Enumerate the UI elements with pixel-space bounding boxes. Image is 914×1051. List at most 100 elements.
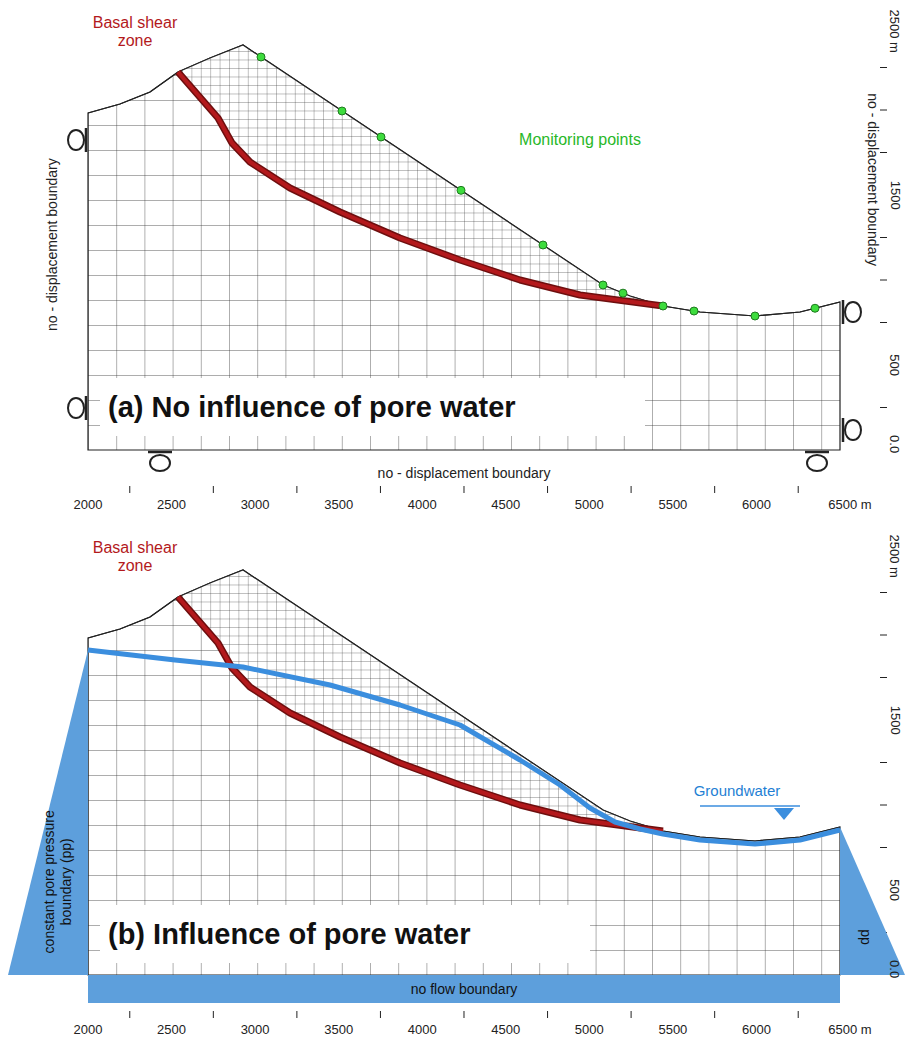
x-tick	[714, 1011, 715, 1018]
model-a	[68, 45, 887, 493]
axis-label: 3000	[241, 1023, 270, 1037]
x-tick	[463, 486, 464, 493]
slide-mesh	[178, 570, 663, 831]
terrain-surface	[88, 45, 840, 316]
water-symbol-line	[700, 805, 800, 807]
axis-label: 2500 m	[887, 9, 901, 52]
node-text: no flow boundary	[411, 981, 518, 997]
axis-label: 500	[887, 354, 901, 376]
domain	[88, 570, 840, 975]
x-tick	[296, 1011, 297, 1018]
domain	[88, 45, 840, 450]
shear-zone-label: Basal shear zone	[88, 539, 183, 574]
shear-zone-label: Basal shear zone	[88, 14, 183, 49]
boundary-label: no - displacement boundary	[378, 466, 551, 481]
axis-label: 0.0	[887, 960, 901, 978]
x-tick	[296, 486, 297, 493]
axis-label: 2000	[74, 1023, 103, 1037]
water-symbol	[774, 808, 794, 820]
axis-label: 5000	[575, 1023, 604, 1037]
axis-label: 1500	[887, 181, 901, 210]
monitoring-point	[751, 312, 759, 320]
monitoring-point	[659, 302, 667, 310]
boundary-label: no - displacement boundary	[44, 159, 59, 332]
axis-label: 4500	[491, 1023, 520, 1037]
axis-label: 5500	[658, 498, 687, 512]
x-tick	[463, 1011, 464, 1018]
x-tick	[547, 1011, 548, 1018]
roller-bar	[842, 300, 845, 324]
terrain-surface	[88, 570, 840, 841]
y-tick	[880, 592, 887, 593]
axis-label: 2500	[157, 498, 186, 512]
y-tick	[880, 152, 887, 153]
y-tick	[880, 847, 887, 848]
roller-bar	[85, 396, 88, 420]
slide-mass	[178, 570, 663, 831]
axis-label: 3500	[324, 1023, 353, 1037]
roller-support	[68, 130, 84, 150]
axis-label: 4500	[491, 498, 520, 512]
slide-mesh	[178, 45, 663, 306]
slide-mass	[178, 45, 663, 306]
x-tick	[547, 486, 548, 493]
x-tick	[129, 1011, 130, 1018]
monitoring-point	[338, 107, 346, 115]
axis-label: 6500 m	[828, 498, 871, 512]
axis-label: 3000	[241, 498, 270, 512]
panel-title-box: (a) No influence of pore water	[100, 378, 645, 436]
axis-label: 2500 m	[887, 534, 901, 577]
pressure-boundary-triangle: pp	[840, 827, 906, 975]
axis-label: 4000	[408, 498, 437, 512]
y-tick	[880, 237, 887, 238]
y-tick	[880, 67, 887, 68]
axis-label: 1500	[887, 706, 901, 735]
legend-note: Monitoring points	[519, 131, 641, 149]
roller-support	[68, 398, 84, 418]
bedrock-mesh	[88, 570, 840, 975]
y-tick	[880, 280, 887, 281]
x-tick	[380, 486, 381, 493]
roller-support	[150, 455, 170, 471]
roller-bar	[842, 418, 845, 442]
pressure-boundary-triangle: constant pore pressure boundary (pp)	[8, 650, 90, 975]
monitoring-point	[811, 304, 819, 312]
axis-label: 5000	[575, 498, 604, 512]
y-tick	[880, 322, 887, 323]
y-tick	[880, 110, 887, 111]
axis-label: 4000	[408, 1023, 437, 1037]
y-tick	[880, 762, 887, 763]
model-b	[88, 570, 887, 1018]
axis-label: 3500	[324, 498, 353, 512]
boundary-label: no - displacement boundary	[864, 94, 879, 267]
roller-support	[845, 302, 861, 322]
node-text: pp	[858, 929, 874, 945]
triangle-outline	[840, 827, 906, 975]
basal-shear-zone	[178, 72, 663, 306]
monitoring-point	[457, 186, 465, 194]
groundwater-label: Groundwater	[694, 783, 781, 800]
x-tick	[714, 486, 715, 493]
roller-bar	[85, 128, 88, 152]
y-tick	[880, 407, 887, 408]
y-tick	[880, 677, 887, 678]
y-tick	[880, 635, 887, 636]
x-tick	[631, 486, 632, 493]
axis-label: 500	[887, 879, 901, 901]
groundwater-table	[88, 650, 840, 844]
x-tick	[213, 486, 214, 493]
monitoring-point	[619, 289, 627, 297]
panel-title-box: (b) Influence of pore water	[100, 905, 590, 963]
x-tick	[798, 486, 799, 493]
axis-label: 2000	[74, 498, 103, 512]
monitoring-point	[257, 53, 265, 61]
roller-support	[807, 455, 827, 471]
roller-bar	[805, 451, 829, 454]
monitoring-point	[690, 307, 698, 315]
monitoring-point	[599, 281, 607, 289]
x-tick	[129, 486, 130, 493]
roller-support	[845, 420, 861, 440]
node-text: constant pore pressure boundary (pp)	[41, 787, 75, 977]
roller-bar	[148, 451, 172, 454]
